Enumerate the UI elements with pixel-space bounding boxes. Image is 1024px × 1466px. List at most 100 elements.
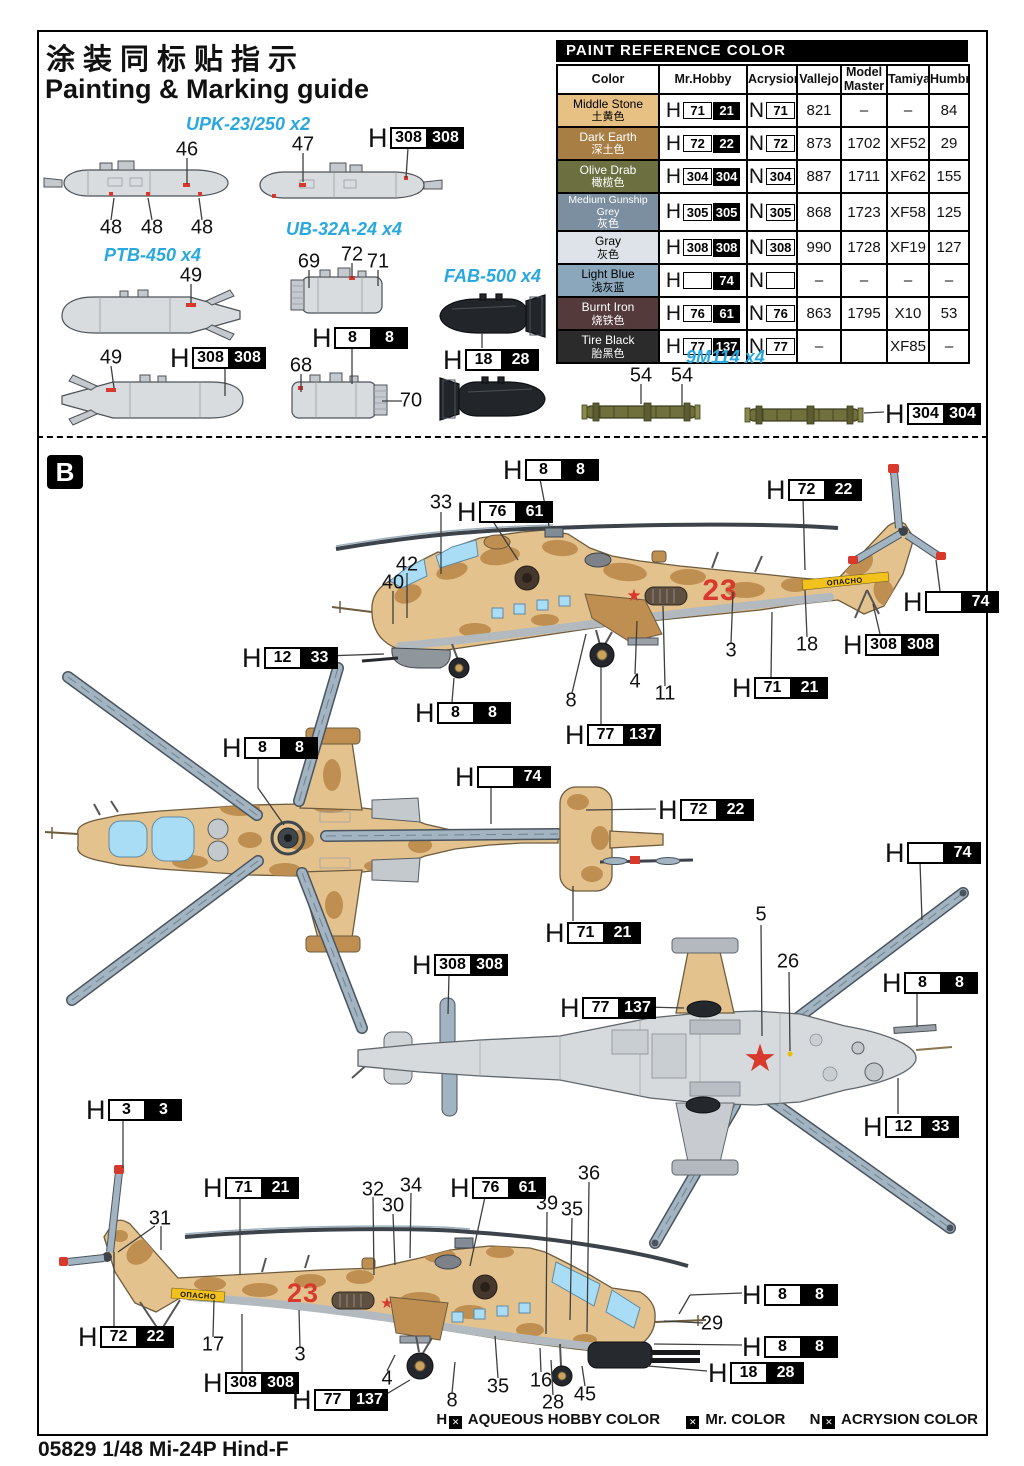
legend-mr-color: ✕ Mr. COLOR (684, 1411, 785, 1429)
aqueous-number: 72 (683, 135, 713, 152)
x-box-icon: ✕ (449, 1416, 463, 1429)
mr-color-number: 61 (516, 501, 553, 523)
weapon-label-9m114: 9M114 x4 (686, 347, 765, 367)
leader-line (935, 559, 941, 592)
aqueous-number: 8 (763, 1336, 802, 1358)
acrysion-number: 77 (766, 338, 795, 356)
aqueous-prefix: H (203, 1173, 223, 1203)
aqueous-number: 305 (683, 203, 713, 221)
leader-line (760, 924, 763, 1037)
aqueous-prefix: H (665, 334, 682, 358)
acrysion-prefix: N (748, 200, 765, 224)
red-star-marking: ★ (743, 1038, 777, 1080)
part-callout-69: 69 (297, 250, 321, 273)
mr-color-number: 33 (301, 647, 338, 669)
aqueous-number: 71 (683, 102, 713, 119)
weapon-ptb-tanks (61, 289, 244, 426)
vallejo-cell: – (796, 263, 842, 299)
tamiya-cell: – (886, 263, 930, 299)
acrysion-prefix: N (748, 235, 765, 259)
aqueous-prefix: H (565, 720, 585, 750)
aqueous-prefix: H (443, 345, 463, 375)
color-name-chinese: 土黄色 (591, 111, 625, 124)
aqueous-prefix: H (78, 1322, 98, 1352)
acrysion-prefix: N (748, 164, 765, 188)
mr-color-number: 137 (713, 337, 741, 356)
aqueous-number: 18 (729, 1362, 768, 1384)
leader-line (863, 411, 885, 414)
vallejo-cell: 873 (796, 126, 842, 161)
aqueous-prefix: H (560, 993, 580, 1023)
mr-color-number: 21 (604, 922, 641, 944)
aqueous-number: 77 (313, 1389, 352, 1411)
weapon-ub32-pods (290, 267, 388, 419)
mr-color-number: 3 (145, 1099, 182, 1121)
acrysion-number: 308 (766, 239, 795, 257)
part-callout-30: 30 (381, 1194, 405, 1217)
aqueous-prefix: H (665, 268, 682, 292)
aqueous-number: 76 (683, 305, 713, 323)
tamiya-cell: – (886, 93, 930, 128)
color-name: Light Blue (581, 266, 635, 281)
part-callout-48: 48 (140, 216, 164, 239)
leader-line (653, 1343, 743, 1346)
red-star-marking: ★ (626, 586, 641, 605)
page-title: Painting & Marking guide (45, 74, 370, 104)
leader-line (919, 861, 923, 921)
mr-color-number: 74 (962, 591, 999, 613)
leader-line (663, 1320, 704, 1324)
weapon-label-ptb: PTB-450 x4 (104, 245, 202, 265)
weapon-label-fab500: FAB-500 x4 (444, 266, 542, 286)
mr-color-number: 28 (502, 349, 539, 371)
mr-color-number: 33 (922, 1116, 959, 1138)
acrysion-prefix: N (748, 98, 765, 122)
leader-line (147, 197, 153, 221)
tamiya-cell: XF62 (886, 159, 930, 194)
humbrol-cell: 125 (928, 191, 970, 233)
model-master-cell: 1795 (840, 296, 888, 332)
leader-line (493, 522, 519, 561)
aqueous-number: 12 (884, 1116, 923, 1138)
mr-color-number: 137 (351, 1389, 388, 1411)
leader-line (730, 591, 734, 644)
aqueous-number: 308 (389, 127, 428, 149)
model-master-cell: – (840, 93, 888, 128)
leader-line (469, 1196, 486, 1267)
mr-color-number: 22 (137, 1326, 174, 1348)
aqueous-prefix: H (742, 1332, 762, 1362)
helicopter-top-view (44, 662, 694, 1034)
tamiya-cell: XF52 (886, 126, 930, 161)
weapon-label-upk: UPK-23/250 x2 (186, 114, 311, 134)
leader-line (494, 1335, 499, 1379)
aqueous-number (906, 842, 945, 864)
leader-line (409, 1192, 412, 1259)
column-header: Mr.Hobby (658, 64, 748, 95)
aqueous-prefix: H (742, 1280, 762, 1310)
aqueous-number: 18 (464, 349, 503, 371)
color-name: Burnt Iron (581, 299, 635, 314)
color-name: Middle Stone (572, 96, 644, 111)
acrysion-number: 76 (766, 305, 795, 323)
helicopter-bottom-view: ★ (351, 887, 969, 1249)
tamiya-cell: XF85 (886, 329, 930, 365)
